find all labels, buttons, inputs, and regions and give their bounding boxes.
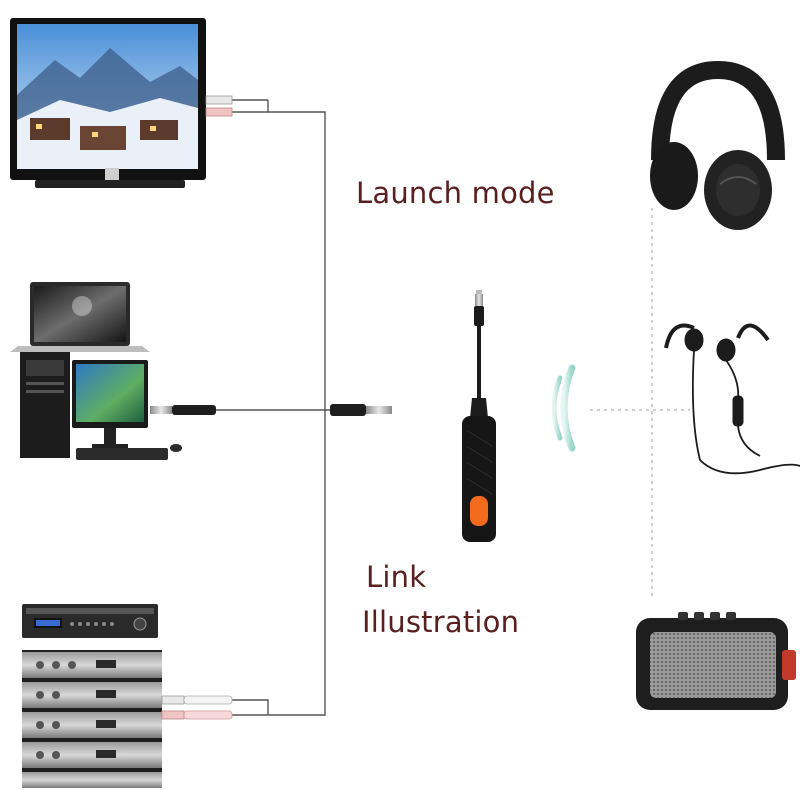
tv-cable bbox=[267, 100, 326, 410]
link-illustration-label-line1: Link bbox=[366, 560, 427, 594]
earphones-icon bbox=[664, 323, 800, 475]
headphones-icon bbox=[650, 60, 785, 230]
wireless-connections bbox=[590, 208, 690, 600]
av-receiver-icon bbox=[22, 604, 158, 638]
wireless-signal-icon bbox=[551, 364, 576, 452]
desktop-computer-icon bbox=[20, 352, 216, 460]
amplifier-rack-icon bbox=[22, 650, 233, 788]
laptop-icon bbox=[10, 282, 150, 352]
link-illustration-label-line2: Illustration bbox=[362, 605, 520, 639]
launch-mode-label: Launch mode bbox=[356, 176, 555, 210]
tv-cable-branch bbox=[232, 99, 268, 113]
tv-icon bbox=[10, 18, 233, 188]
audio-jack-plug bbox=[330, 404, 392, 416]
bluetooth-speaker-icon bbox=[636, 612, 796, 710]
bluetooth-transmitter-icon bbox=[462, 290, 496, 542]
wired-connections bbox=[216, 99, 330, 716]
amp-cable bbox=[232, 410, 326, 716]
